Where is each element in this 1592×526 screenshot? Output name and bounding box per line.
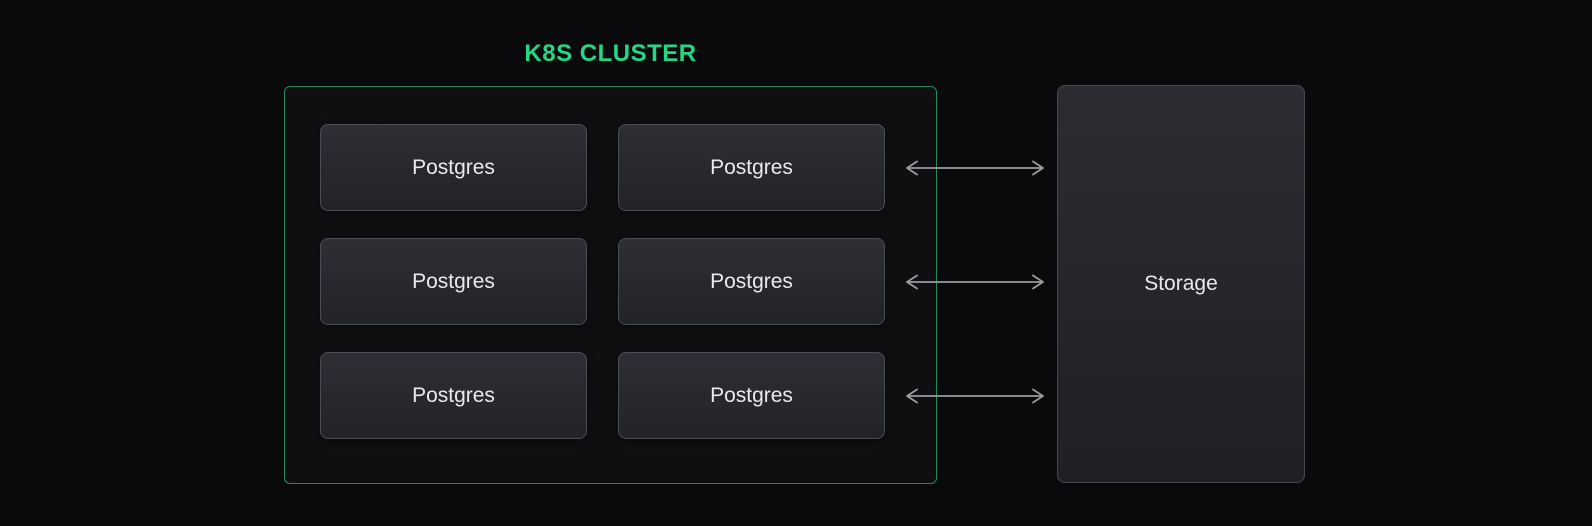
postgres-node: Postgres: [618, 238, 885, 325]
postgres-node-label: Postgres: [710, 383, 793, 407]
postgres-node-label: Postgres: [412, 269, 495, 293]
cluster-title: K8S CLUSTER: [524, 40, 697, 67]
postgres-node: Postgres: [618, 352, 885, 439]
postgres-node-label: Postgres: [412, 383, 495, 407]
postgres-node-label: Postgres: [412, 155, 495, 179]
storage-label: Storage: [1144, 272, 1218, 295]
postgres-node-label: Postgres: [710, 155, 793, 179]
bidirectional-arrow-icon: [904, 159, 1046, 177]
postgres-node: Postgres: [320, 238, 587, 325]
bidirectional-arrow-icon: [904, 273, 1046, 291]
storage-box: Storage: [1057, 85, 1305, 483]
postgres-node-label: Postgres: [710, 269, 793, 293]
bidirectional-arrow-icon: [904, 387, 1046, 405]
postgres-node: Postgres: [320, 352, 587, 439]
postgres-node: Postgres: [320, 124, 587, 211]
k8s-cluster-box: Postgres Postgres Postgres Postgres Post…: [284, 86, 937, 484]
postgres-node: Postgres: [618, 124, 885, 211]
